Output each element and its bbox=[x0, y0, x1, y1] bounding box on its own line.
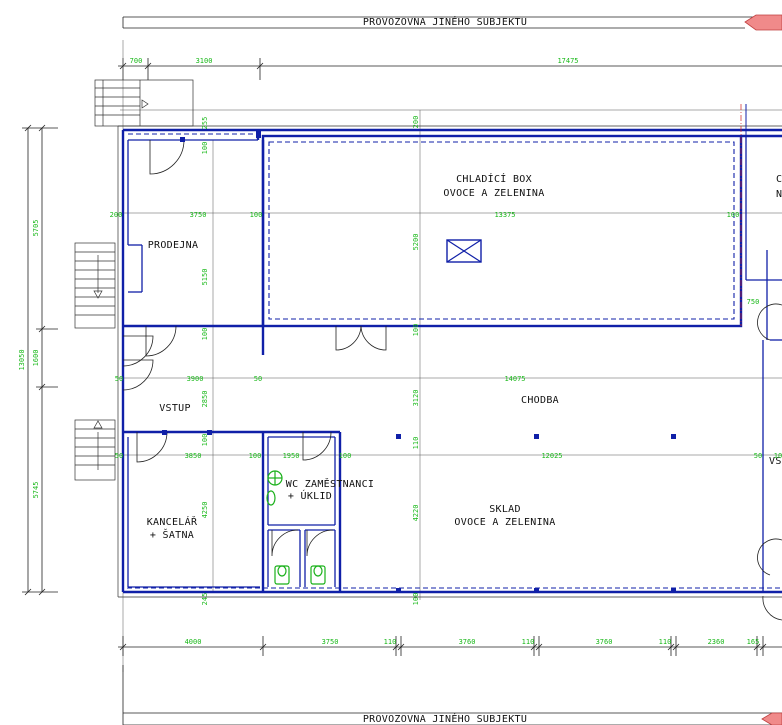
banner-bottom-label: PROVOZOVNA JINÉHO SUBJEKTU bbox=[363, 712, 527, 725]
dimension-col-left: 255 100 5150 100 2850 100 4250 245 bbox=[201, 117, 209, 606]
kancelar-wc-walls bbox=[127, 432, 342, 592]
chladici-box-walls bbox=[261, 134, 782, 340]
dim-row2-50b: 50 bbox=[254, 375, 262, 383]
dim-col2-200: 200 bbox=[412, 116, 420, 129]
dim-col1-4250: 4250 bbox=[201, 502, 209, 519]
dim-top-17475: 17475 bbox=[557, 57, 578, 65]
room-chladici-box-subtitle: OVOCE A ZELENINA bbox=[443, 188, 544, 199]
banner-arrow-icon bbox=[761, 712, 782, 725]
dim-row3-1950: 1950 bbox=[283, 452, 300, 460]
dim-col2-4220: 4220 bbox=[412, 505, 420, 522]
ventilation-unit-icon bbox=[446, 239, 482, 263]
room-kancelar-title: KANCELÁŘ bbox=[147, 515, 198, 528]
dim-row3-50b: 50 bbox=[754, 452, 762, 460]
room-labels: CHLADÍCÍ BOX OVOCE A ZELENINA PRODEJNA V… bbox=[147, 172, 782, 541]
dim-col1-245: 245 bbox=[201, 593, 209, 606]
dim-row1-200: 200 bbox=[110, 211, 123, 219]
dim-col1-255: 255 bbox=[201, 117, 209, 130]
dim-col1-5150: 5150 bbox=[201, 269, 209, 286]
banner-arrow-icon bbox=[744, 14, 782, 31]
dim-bottom-110c: 110 bbox=[659, 638, 672, 646]
left-dimension-lines: 13050 5705 1600 5745 bbox=[18, 124, 58, 596]
stairs-left-upper bbox=[74, 242, 116, 329]
dim-row2-3900: 3900 bbox=[187, 375, 204, 383]
room-sklad-title: SKLAD bbox=[489, 504, 521, 515]
chodba-walls bbox=[123, 339, 782, 592]
dim-row1-100: 100 bbox=[250, 211, 263, 219]
dim-bottom-110b: 110 bbox=[522, 638, 535, 646]
doors bbox=[122, 139, 782, 621]
sink-icon bbox=[266, 490, 276, 506]
dim-col1-100c: 100 bbox=[201, 434, 209, 447]
dim-row3-3850: 3850 bbox=[185, 452, 202, 460]
dim-left-1600: 1600 bbox=[32, 350, 40, 367]
room-vstup: VSTUP bbox=[159, 403, 191, 414]
dim-col2-5200: 5200 bbox=[412, 234, 420, 251]
room-wc-title: WC ZAMĚSTNANCI bbox=[286, 477, 375, 490]
dim-bottom-3750: 3750 bbox=[322, 638, 339, 646]
dim-row2-14075: 14075 bbox=[504, 375, 525, 383]
dim-row3-100: 100 bbox=[249, 452, 262, 460]
dim-row1-13375: 13375 bbox=[494, 211, 515, 219]
dim-bottom-110: 110 bbox=[384, 638, 397, 646]
dim-col2-3120: 3120 bbox=[412, 390, 420, 407]
stairs-left-lower bbox=[74, 419, 116, 481]
dim-col1-2850: 2850 bbox=[201, 391, 209, 408]
dimension-row-sklad: 50 3850 100 1950 100 12025 50 10 bbox=[115, 452, 782, 460]
banner-top: PROVOZOVNA JINÉHO SUBJEKTU bbox=[122, 14, 782, 31]
dim-row3-50: 50 bbox=[115, 452, 123, 460]
dimension-row-chladici: 200 3750 100 13375 100 bbox=[110, 211, 740, 219]
dimension-col-mid: 200 5200 100 3120 110 4220 100 bbox=[412, 116, 420, 606]
room-sklad-subtitle: OVOCE A ZELENINA bbox=[454, 517, 555, 528]
dim-bottom-3760b: 3760 bbox=[596, 638, 613, 646]
dim-bottom-165: 165 bbox=[747, 638, 760, 646]
fixtures bbox=[266, 470, 326, 585]
room-right-cut-2: N bbox=[776, 189, 782, 200]
dim-col1-100b: 100 bbox=[201, 328, 209, 341]
dim-row3-100b: 100 bbox=[339, 452, 352, 460]
columns bbox=[162, 130, 676, 592]
dim-top-700: 700 bbox=[130, 57, 143, 65]
dim-row2-50: 50 bbox=[115, 375, 123, 383]
room-kancelar-subtitle: + ŠATNA bbox=[150, 528, 194, 541]
dim-col2-100: 100 bbox=[412, 324, 420, 337]
dim-row3-10: 10 bbox=[774, 452, 782, 460]
stairs-top bbox=[94, 79, 194, 127]
dim-left-5705: 5705 bbox=[32, 220, 40, 237]
dim-bottom-3760: 3760 bbox=[459, 638, 476, 646]
dim-top-3100: 3100 bbox=[196, 57, 213, 65]
dim-right-750: 750 bbox=[747, 298, 760, 306]
dim-col2-100b: 100 bbox=[412, 593, 420, 606]
bottom-dimension-line: 4000 3750 110 3760 110 3760 110 2360 165 bbox=[118, 636, 782, 656]
dim-row1-100b: 100 bbox=[727, 211, 740, 219]
room-right-cut-1: C bbox=[776, 174, 782, 185]
top-dimension-line: 700 3100 17475 bbox=[118, 57, 782, 80]
dim-col2-110: 110 bbox=[412, 437, 420, 450]
dim-bottom-4000: 4000 bbox=[185, 638, 202, 646]
banner-top-label: PROVOZOVNA JINÉHO SUBJEKTU bbox=[363, 15, 527, 28]
dimension-row-chodba: 50 3900 50 14075 bbox=[115, 375, 526, 383]
room-chodba: CHODBA bbox=[521, 395, 559, 406]
dim-row1-3750: 3750 bbox=[190, 211, 207, 219]
room-chladici-box-title: CHLADÍCÍ BOX bbox=[456, 172, 532, 185]
dim-bottom-2360: 2360 bbox=[708, 638, 725, 646]
dim-col1-100: 100 bbox=[201, 142, 209, 155]
dim-left-5745: 5745 bbox=[32, 482, 40, 499]
room-prodejna: PRODEJNA bbox=[148, 240, 199, 251]
dim-row3-12025: 12025 bbox=[541, 452, 562, 460]
room-wc-subtitle: + ÚKLID bbox=[288, 489, 332, 502]
banner-bottom: PROVOZOVNA JINÉHO SUBJEKTU bbox=[122, 665, 782, 725]
toilet-icon bbox=[274, 565, 290, 585]
dim-left-13050: 13050 bbox=[18, 349, 26, 370]
room-right-cut-3: VS bbox=[769, 456, 782, 467]
toilet-icon bbox=[310, 565, 326, 585]
